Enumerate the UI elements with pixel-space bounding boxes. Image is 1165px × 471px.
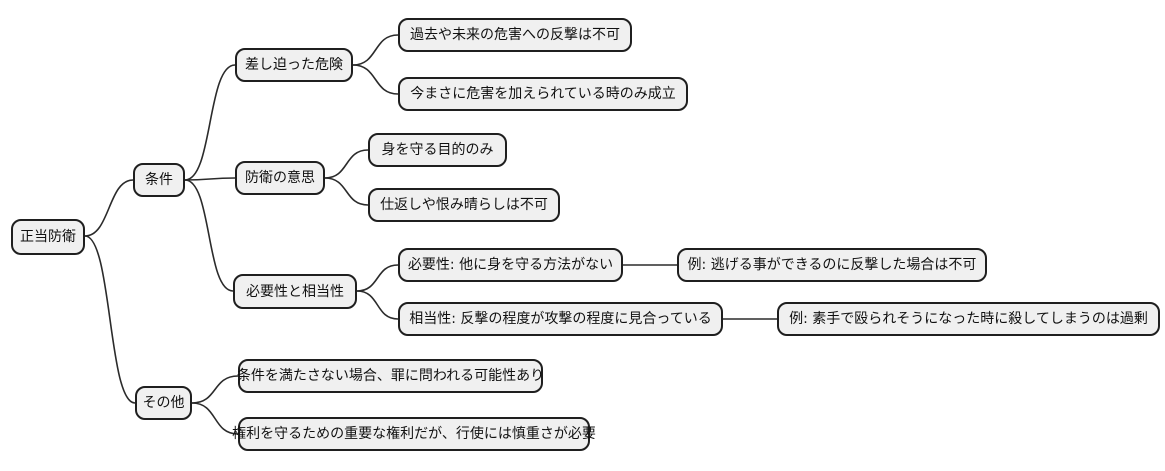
node-root[interactable]: 正当防衛: [11, 219, 85, 255]
node-necessity-example[interactable]: 例: 逃げる事ができるのに反撃した場合は不可: [677, 248, 987, 282]
edge-conditions-imminent-danger: [184, 64, 236, 181]
node-necessity-proportionality[interactable]: 必要性と相当性: [233, 274, 357, 309]
node-imminent-danger[interactable]: 差し迫った危険: [235, 48, 353, 82]
node-proportionality-example[interactable]: 例: 素手で殴られそうになった時に殺してしまうのは過剰: [777, 302, 1160, 336]
node-others[interactable]: その他: [135, 386, 192, 420]
node-proportionality[interactable]: 相当性: 反撃の程度が攻撃の程度に見合っている: [398, 302, 723, 336]
edge-root-others: [84, 235, 136, 404]
edge-others-important-right: [191, 402, 239, 435]
node-no-retaliation-past-future[interactable]: 過去や未来の危害への反撃は不可: [398, 18, 632, 52]
node-no-revenge[interactable]: 仕返しや恨み晴らしは不可: [368, 188, 560, 222]
edge-np-necessity: [356, 264, 399, 292]
node-only-when-under-attack[interactable]: 今まさに危害を加えられている時のみ成立: [398, 77, 688, 111]
node-important-right[interactable]: 権利を守るための重要な権利だが、行使には慎重さが必要: [232, 417, 596, 451]
edge-root-conditions: [84, 179, 134, 237]
edge-imminent-only-now: [352, 64, 399, 95]
edge-conditions-necessity-proportionality: [184, 179, 234, 292]
edge-imminent-no-past-future: [352, 34, 399, 66]
node-conditions[interactable]: 条件: [133, 163, 185, 197]
edge-intent-protect-only: [324, 149, 369, 179]
node-defense-intent[interactable]: 防衛の意思: [235, 161, 325, 195]
edge-intent-no-revenge: [324, 177, 369, 206]
edge-conditions-defense-intent: [184, 177, 236, 181]
node-crime-risk[interactable]: 条件を満たさない場合、罪に問われる可能性あり: [237, 359, 544, 393]
edge-others-crime-risk: [191, 375, 239, 404]
node-necessity[interactable]: 必要性: 他に身を守る方法がない: [398, 248, 623, 282]
edge-np-proportionality: [356, 290, 399, 320]
node-protect-self-only[interactable]: 身を守る目的のみ: [368, 133, 507, 167]
